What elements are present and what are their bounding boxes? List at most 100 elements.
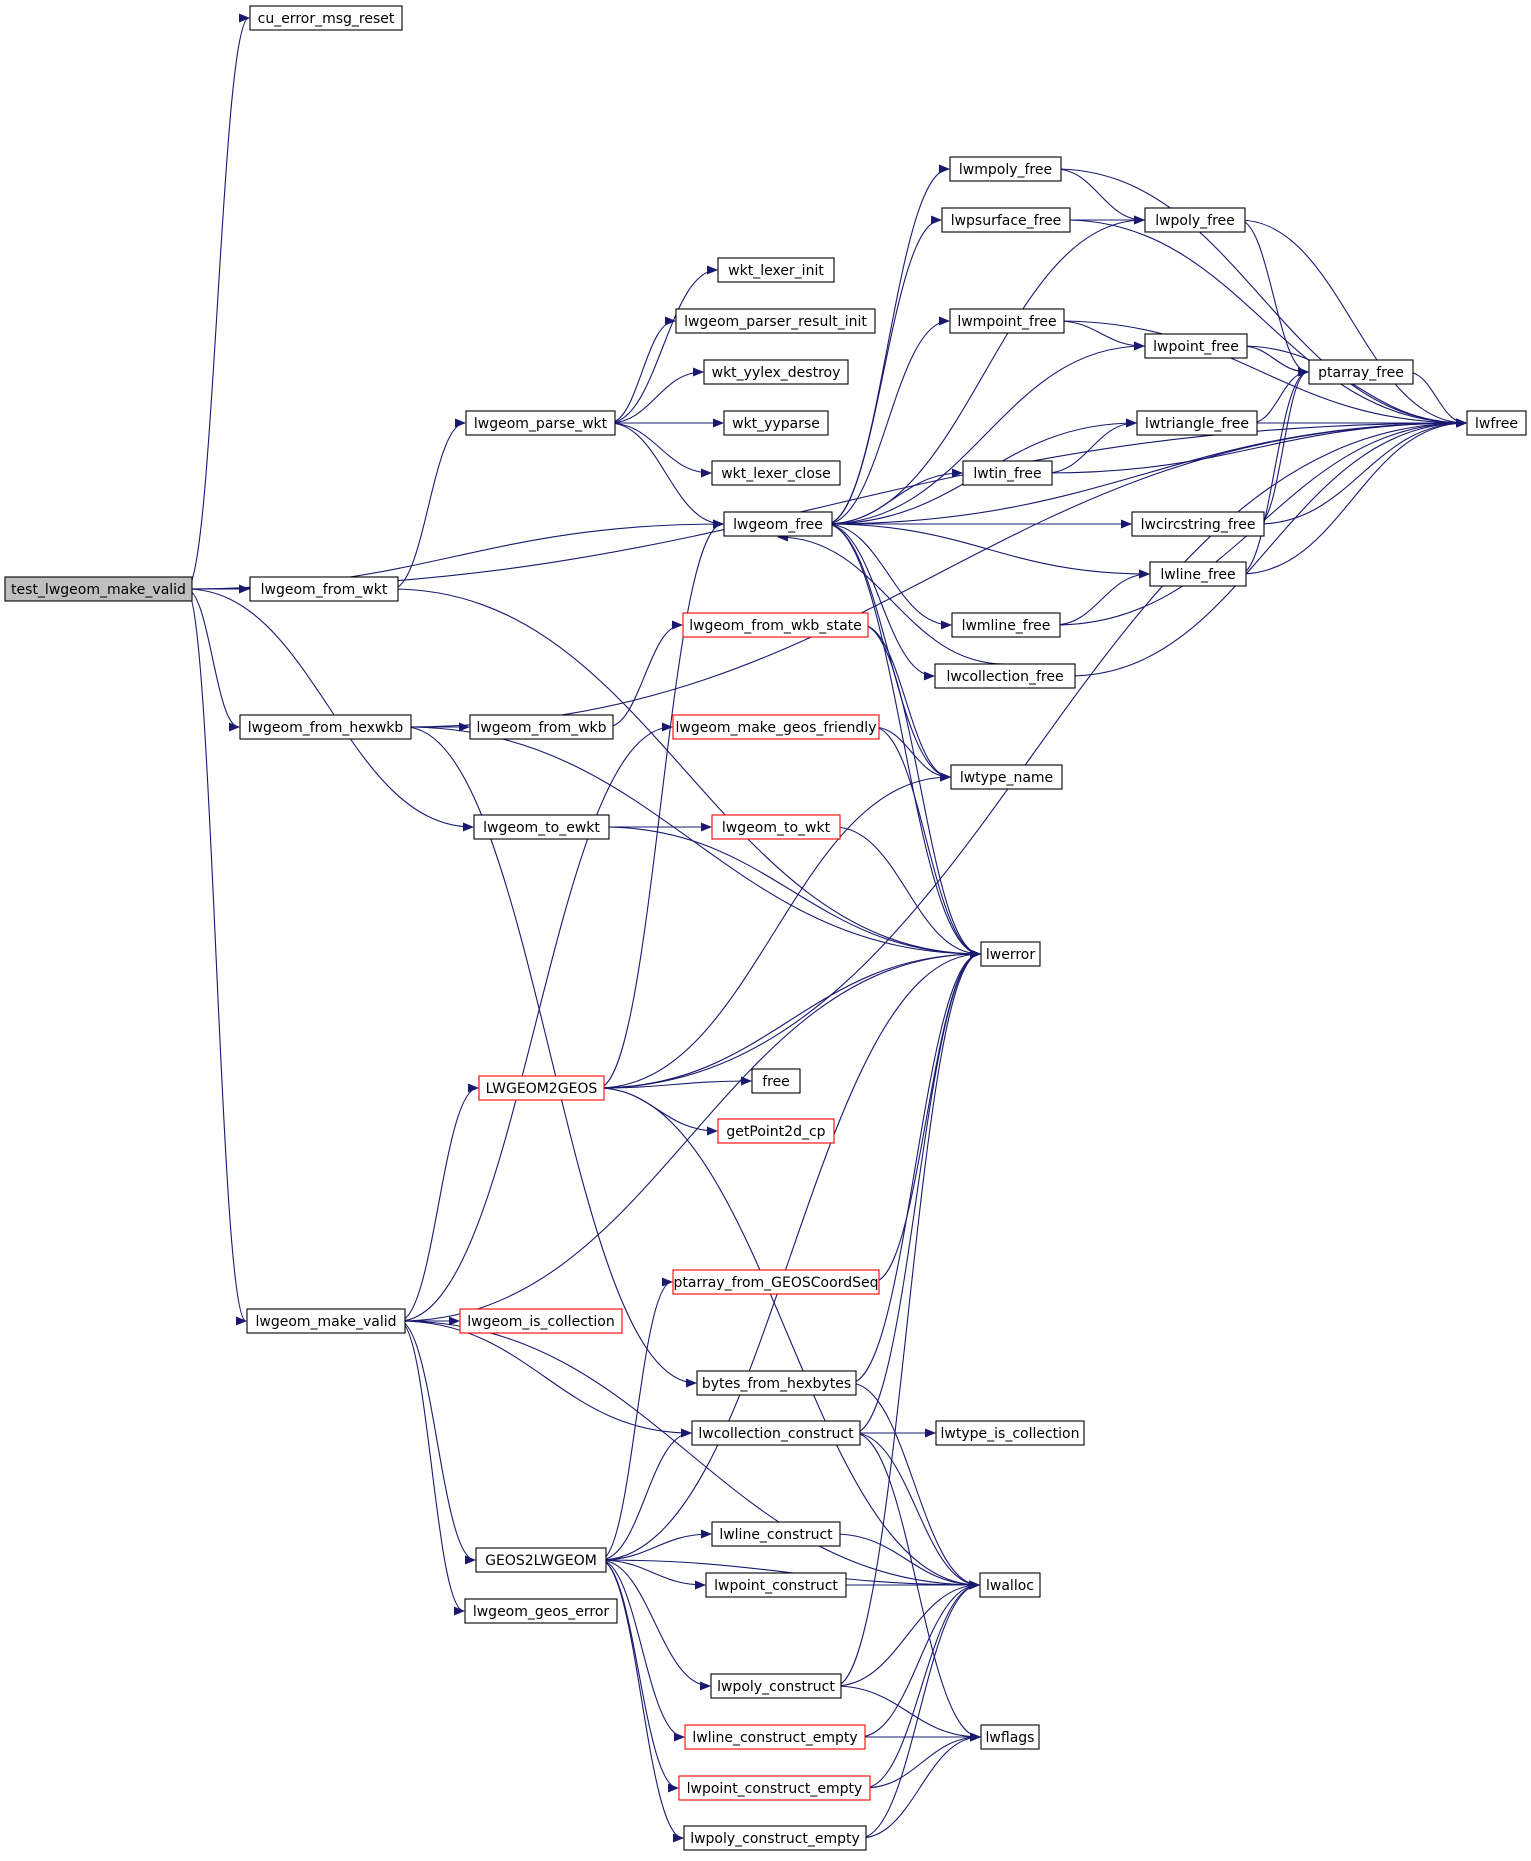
edge-lwgeom2geos-to-lwerror: [597, 949, 981, 1089]
edge-geos2lwgeom-to-lwerror: [599, 949, 981, 1561]
node-wkt-lexer-init[interactable]: wkt_lexer_init: [717, 257, 835, 283]
node-lwgeom-parse-wkt[interactable]: lwgeom_parse_wkt: [465, 410, 616, 436]
edge-lwcollection-construct-to-lwalloc: [853, 1432, 980, 1590]
node-lwgeom-from-wkt[interactable]: lwgeom_from_wkt: [249, 576, 399, 602]
node-lwgeom-parser-result-init[interactable]: lwgeom_parser_result_init: [675, 308, 876, 334]
node-label-lwmpoint-free: lwmpoint_free: [957, 314, 1056, 330]
node-lwtriangle-free[interactable]: lwtriangle_free: [1136, 410, 1258, 436]
node-lwpoly-free[interactable]: lwpoly_free: [1144, 207, 1246, 233]
node-box-lwline-construct: [711, 1521, 841, 1547]
node-lwfree[interactable]: lwfree: [1466, 410, 1527, 436]
edge-lwtin-free-to-lwtriangle-free: [1045, 418, 1137, 474]
edge-lwgeom-free-to-lwline-free: [825, 523, 1150, 579]
node-layer: test_lwgeom_make_valid cu_error_msg_reset…: [4, 5, 1527, 1851]
node-lwpoint-construct-empty[interactable]: lwpoint_construct_empty: [678, 1775, 871, 1801]
node-lwpoint-free[interactable]: lwpoint_free: [1144, 333, 1248, 359]
node-label-cu-error-msg-reset: cu_error_msg_reset: [258, 11, 395, 27]
edge-test-lwgeom-make-valid-to-cu-error-msg-reset: [185, 13, 250, 590]
node-wkt-yylex-destroy[interactable]: wkt_yylex_destroy: [703, 359, 849, 385]
edge-lwgeom-free-to-lwmpoly-free: [825, 164, 950, 525]
node-lwtin-free[interactable]: lwtin_free: [962, 460, 1053, 486]
edge-lwgeom-free-to-lwpsurface-free: [825, 215, 942, 525]
node-label-lwpoint-construct: lwpoint_construct: [714, 1578, 838, 1594]
node-lwpoly-construct-empty[interactable]: lwpoly_construct_empty: [683, 1825, 867, 1851]
node-box-lwmpoint-free: [949, 308, 1065, 334]
edge-lwline-free-to-lwfree: [1239, 418, 1467, 575]
node-box-lwgeom-parser-result-init: [675, 308, 876, 334]
edge-lwgeom-from-hexwkb-to-bytes-from-hexbytes: [404, 726, 697, 1388]
node-label-wkt-yyparse: wkt_yyparse: [732, 416, 820, 432]
edge-lwline-free-to-ptarray-free: [1239, 367, 1309, 575]
node-lwcircstring-free[interactable]: lwcircstring_free: [1131, 511, 1265, 537]
node-lwgeom-is-collection[interactable]: lwgeom_is_collection: [459, 1308, 623, 1334]
node-label-lwgeom-free: lwgeom_free: [733, 517, 823, 533]
node-wkt-yyparse[interactable]: wkt_yyparse: [723, 410, 829, 436]
node-box-lwgeom-to-wkt: [711, 814, 841, 840]
node-ptarray-free[interactable]: ptarray_free: [1308, 359, 1414, 385]
node-lwgeom-to-wkt[interactable]: lwgeom_to_wkt: [711, 814, 841, 840]
edge-lwgeom-free-to-lwcollection-free: [825, 523, 935, 681]
node-lwalloc[interactable]: lwalloc: [979, 1572, 1041, 1598]
node-lwmpoint-free[interactable]: lwmpoint_free: [949, 308, 1065, 334]
node-bytes-from-hexbytes[interactable]: bytes_from_hexbytes: [696, 1370, 857, 1396]
node-lwmpoly-free[interactable]: lwmpoly_free: [949, 156, 1062, 182]
node-box-lwtriangle-free: [1136, 410, 1258, 436]
node-box-lwgeom-from-hexwkb: [239, 714, 412, 740]
node-lwline-free[interactable]: lwline_free: [1149, 561, 1247, 587]
node-box-lwtype-is-collection: [935, 1420, 1085, 1446]
node-ptarray-from-geoscoordseq[interactable]: ptarray_from_GEOSCoordSeq: [672, 1269, 880, 1295]
edge-lwgeom-make-geos-friendly-to-lwerror: [872, 726, 981, 959]
node-box-lwline-construct-empty: [684, 1724, 866, 1750]
node-label-getpoint2d-cp: getPoint2d_cp: [726, 1124, 825, 1140]
node-lwgeom-from-wkb[interactable]: lwgeom_from_wkb: [469, 714, 614, 740]
node-lwgeom-geos-error[interactable]: lwgeom_geos_error: [464, 1598, 618, 1624]
node-label-wkt-lexer-init: wkt_lexer_init: [728, 263, 824, 279]
node-lwgeom-from-wkb-state[interactable]: lwgeom_from_wkb_state: [682, 612, 869, 638]
edge-bytes-from-hexbytes-to-lwalloc: [849, 1382, 980, 1590]
edge-ptarray-from-geoscoordseq-to-lwerror: [872, 949, 981, 1283]
node-label-lwgeom-parser-result-init: lwgeom_parser_result_init: [684, 314, 867, 330]
node-lwpoly-construct[interactable]: lwpoly_construct: [710, 1673, 842, 1699]
node-geos2lwgeom[interactable]: GEOS2LWGEOM: [475, 1547, 607, 1573]
node-label-lwgeom-geos-error: lwgeom_geos_error: [473, 1604, 610, 1620]
node-test-lwgeom-make-valid[interactable]: test_lwgeom_make_valid: [4, 576, 193, 602]
node-box-lwpsurface-free: [941, 207, 1071, 233]
edge-lwgeom2geos-to-lwfree: [597, 418, 1467, 1089]
edge-test-lwgeom-make-valid-to-lwgeom-to-ewkt: [185, 588, 474, 832]
node-box-free: [751, 1068, 801, 1094]
node-cu-error-msg-reset[interactable]: cu_error_msg_reset: [249, 5, 403, 31]
node-lwgeom-free[interactable]: lwgeom_free: [723, 511, 833, 537]
node-lwpsurface-free[interactable]: lwpsurface_free: [941, 207, 1071, 233]
node-lwline-construct-empty[interactable]: lwline_construct_empty: [684, 1724, 866, 1750]
node-label-lwcollection-construct: lwcollection_construct: [698, 1426, 854, 1442]
edge-lwpoly-free-to-ptarray-free: [1238, 219, 1309, 377]
node-lwmline-free[interactable]: lwmline_free: [951, 612, 1061, 638]
node-lwgeom-to-ewkt[interactable]: lwgeom_to_ewkt: [473, 814, 610, 840]
node-label-lwgeom-from-wkb: lwgeom_from_wkb: [476, 720, 606, 736]
node-lwgeom-make-valid[interactable]: lwgeom_make_valid: [246, 1308, 406, 1334]
node-box-wkt-yyparse: [723, 410, 829, 436]
node-lwgeom-from-hexwkb[interactable]: lwgeom_from_hexwkb: [239, 714, 412, 740]
node-box-lwmpoly-free: [949, 156, 1062, 182]
node-lwgeom-make-geos-friendly[interactable]: lwgeom_make_geos_friendly: [672, 714, 880, 740]
node-lwpoint-construct[interactable]: lwpoint_construct: [705, 1572, 847, 1598]
node-lwcollection-free[interactable]: lwcollection_free: [934, 663, 1076, 689]
node-lwgeom2geos[interactable]: LWGEOM2GEOS: [478, 1075, 605, 1101]
edge-lwline-construct-empty-to-lwalloc: [858, 1580, 980, 1738]
node-lwline-construct[interactable]: lwline_construct: [711, 1521, 841, 1547]
edge-lwgeom-from-wkb-state-to-lwerror: [861, 624, 981, 959]
edge-lwgeom-parse-wkt-to-wkt-yylex-destroy: [608, 367, 704, 424]
node-wkt-lexer-close[interactable]: wkt_lexer_close: [711, 460, 841, 486]
node-lwerror[interactable]: lwerror: [980, 941, 1041, 967]
node-box-lwgeom-to-ewkt: [473, 814, 610, 840]
node-label-wkt-lexer-close: wkt_lexer_close: [721, 466, 831, 482]
node-lwtype-name[interactable]: lwtype_name: [950, 764, 1063, 790]
node-label-lwtype-name: lwtype_name: [960, 770, 1053, 786]
node-lwflags[interactable]: lwflags: [980, 1724, 1040, 1750]
node-lwcollection-construct[interactable]: lwcollection_construct: [691, 1420, 861, 1446]
node-free[interactable]: free: [751, 1068, 801, 1094]
node-lwtype-is-collection[interactable]: lwtype_is_collection: [935, 1420, 1085, 1446]
node-box-wkt-lexer-init: [717, 257, 835, 283]
edge-bytes-from-hexbytes-to-lwerror: [849, 949, 981, 1384]
node-getpoint2d-cp[interactable]: getPoint2d_cp: [717, 1118, 835, 1144]
